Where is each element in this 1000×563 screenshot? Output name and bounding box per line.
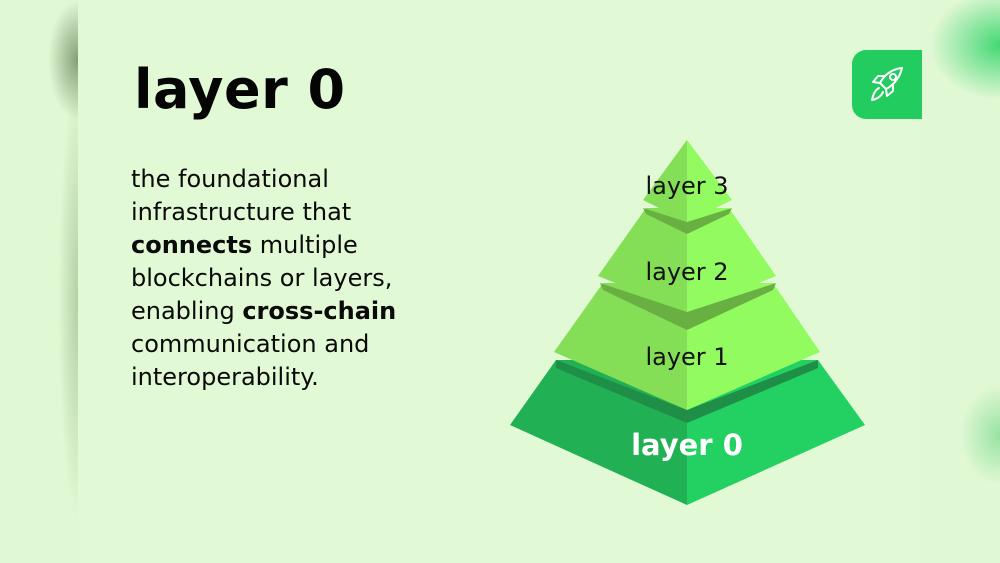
layer-2-top-band xyxy=(643,208,732,234)
layer-0-label: layer 0 xyxy=(631,428,743,462)
layer-2-label: layer 2 xyxy=(645,258,729,286)
layer-3-right-face xyxy=(687,140,732,222)
description-line: blockchains or layers, xyxy=(131,264,393,292)
emphasis-connects: connects xyxy=(131,231,253,259)
slide-panel xyxy=(78,0,922,563)
description-line: infrastructure that xyxy=(131,198,352,226)
rocket-icon xyxy=(871,67,903,101)
description-text: the foundational infrastructure that con… xyxy=(131,163,396,394)
description-fragment: enabling xyxy=(131,297,243,325)
rocket-badge xyxy=(852,50,922,119)
emphasis-cross-chain: cross-chain xyxy=(242,297,397,325)
layer-3-left-face xyxy=(643,140,687,222)
layer-1-left-face xyxy=(554,283,687,410)
description-line: interoperability. xyxy=(131,363,319,391)
description-line: the foundational xyxy=(131,165,329,193)
pyramid-layer-3 xyxy=(643,140,732,222)
background-blur-right xyxy=(922,0,1000,563)
description-line: connects multiple xyxy=(131,229,396,262)
layer-0-top-band xyxy=(556,360,818,423)
pyramid-layer-0 xyxy=(510,360,865,505)
background-blur-left xyxy=(0,0,78,563)
description-line: communication and xyxy=(131,330,370,358)
pyramid-layer-1 xyxy=(554,283,820,410)
layer-1-right-face xyxy=(687,283,820,410)
page-title: layer 0 xyxy=(134,58,346,121)
layer-1-label: layer 1 xyxy=(645,343,729,371)
layer-1-top-band xyxy=(600,283,776,330)
layer-2-left-face xyxy=(598,208,687,312)
layer-2-right-face xyxy=(687,208,776,312)
layer-3-label: layer 3 xyxy=(645,172,729,200)
description-fragment: multiple xyxy=(252,231,358,259)
description-line: enabling cross-chain xyxy=(131,295,396,328)
pyramid-layer-2 xyxy=(598,208,776,312)
